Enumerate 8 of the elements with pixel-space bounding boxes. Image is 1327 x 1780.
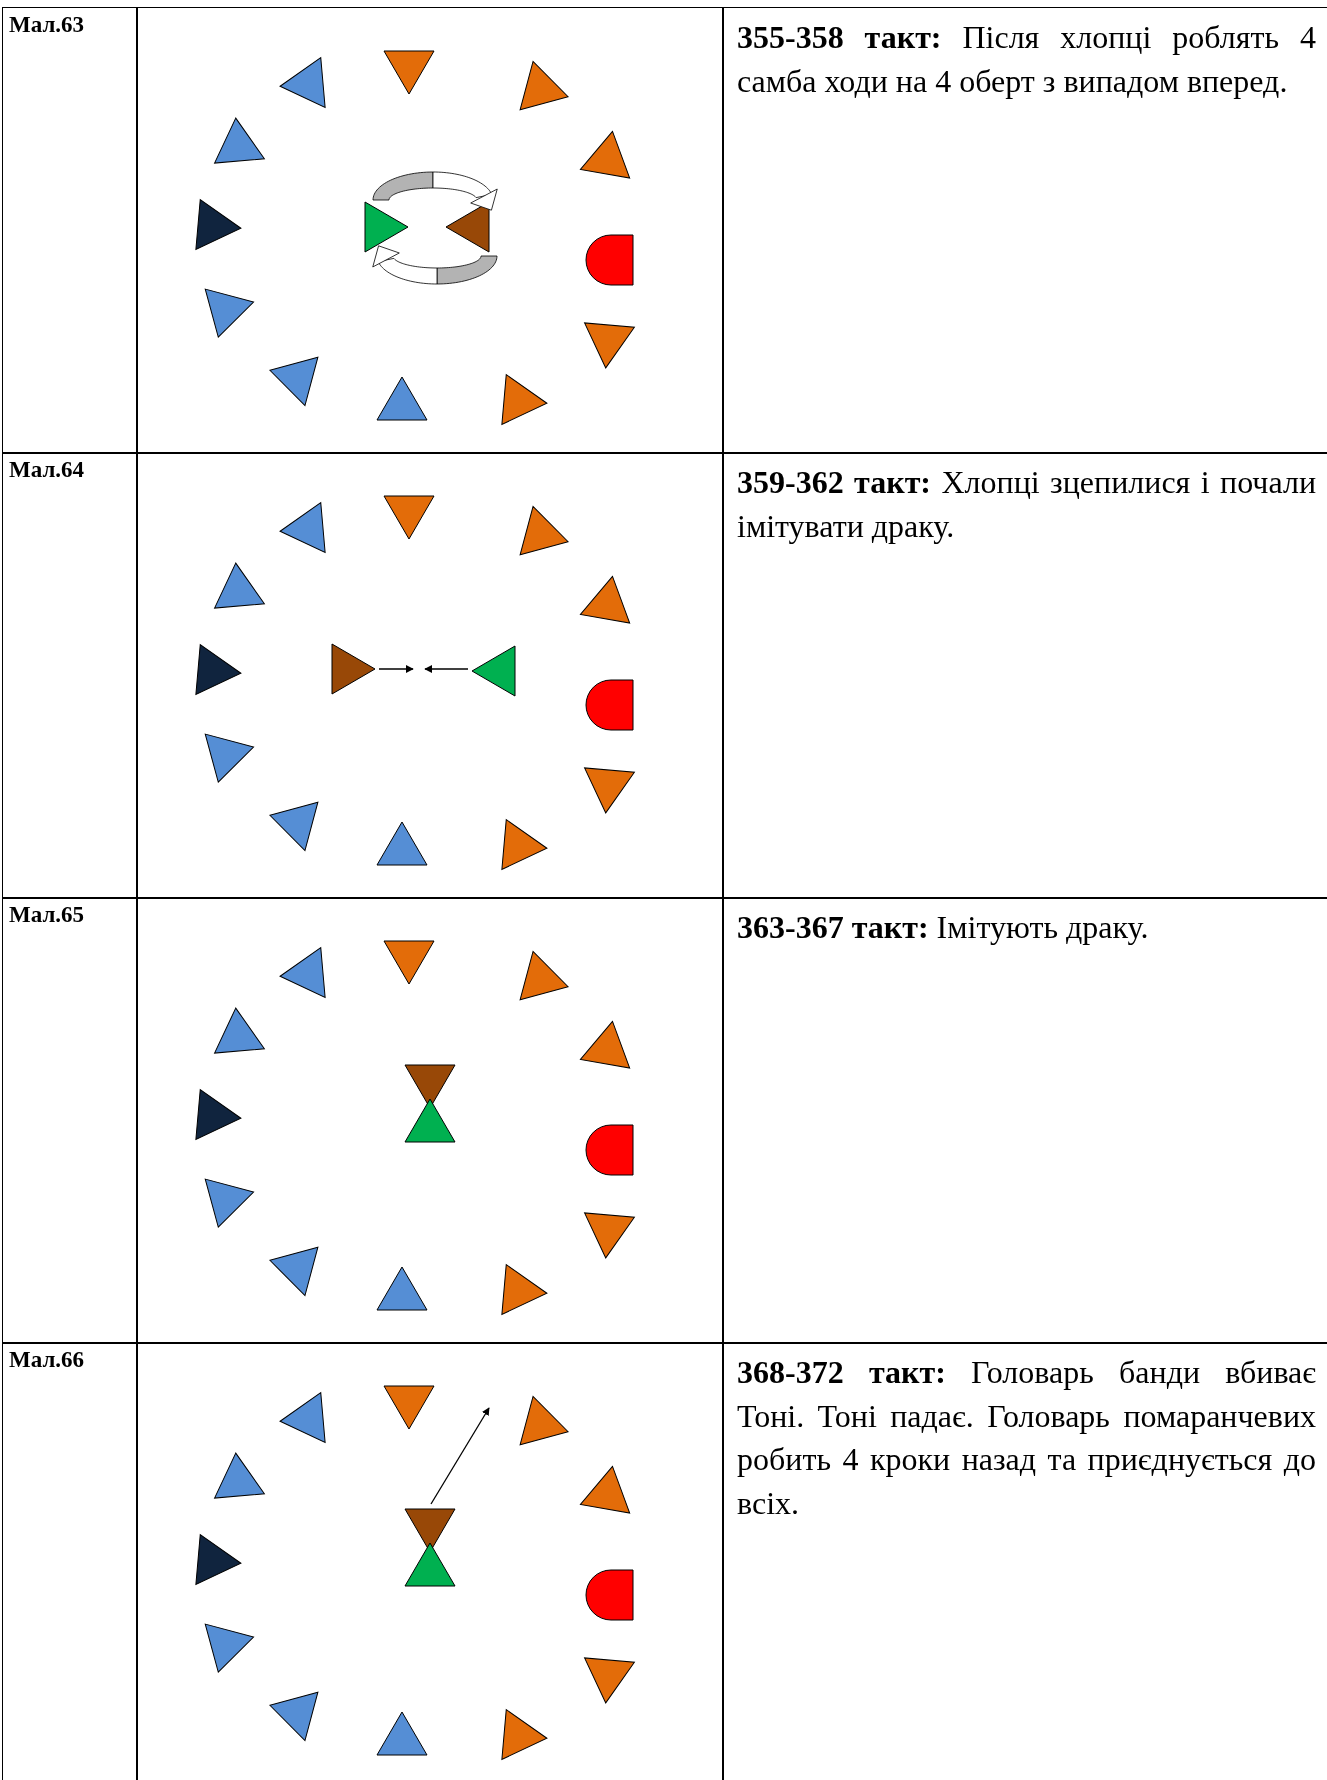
figure-number: Мал.64 [9, 457, 85, 483]
step-description: 359-362 такт: Хлопці зцепилися і почали імітувати драку. [737, 463, 1316, 546]
step-description: 355-358 такт: Після хлопці роблять 4 самба ходи на 4 оберт з випадом вперед. [737, 18, 1316, 101]
step-description: 368-372 такт: Головарь банди вбиває Тоні. Тоні падає. Головарь помаранчевих робить 4 кроки назад та приєднується до всіх. [737, 1353, 1316, 1523]
figure-number: Мал.65 [9, 902, 85, 928]
step-description: 363-367 такт: Імітують драку. [737, 908, 1150, 947]
figure-number: Мал.63 [9, 12, 85, 38]
figure-number: Мал.66 [9, 1347, 85, 1373]
